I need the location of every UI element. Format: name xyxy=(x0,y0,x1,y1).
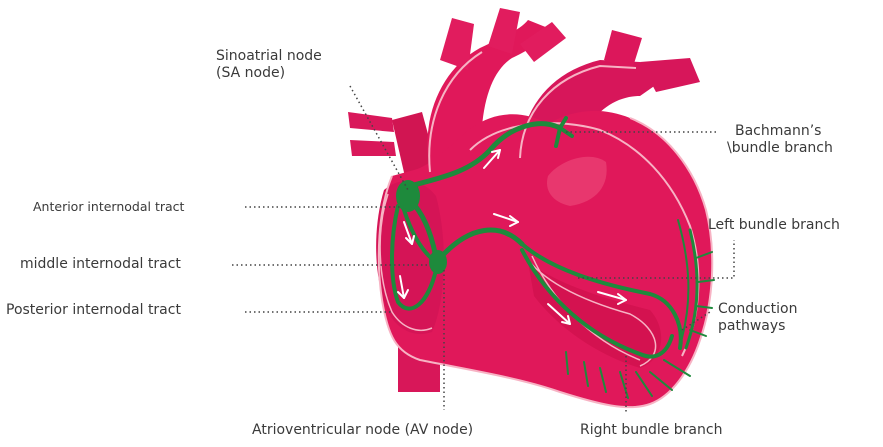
label-sa-node-line2: (SA node) xyxy=(216,65,322,82)
label-conduction-line1: Conduction xyxy=(718,301,798,318)
label-conduction-line2: pathways xyxy=(718,318,798,335)
label-conduction: Conduction pathways xyxy=(718,301,798,335)
label-av-node: Atrioventricular node (AV node) xyxy=(252,422,473,439)
label-bachmann-line2: \bundle branch xyxy=(727,140,833,157)
label-sa-node-line1: Sinoatrial node xyxy=(216,48,322,65)
label-bachmann-line1: Bachmann’s xyxy=(727,123,833,140)
label-posterior-tract: Posterior internodal tract xyxy=(6,302,181,319)
label-right-bundle: Right bundle branch xyxy=(580,422,722,439)
label-bachmann: Bachmann’s \bundle branch xyxy=(727,123,833,157)
label-sa-node: Sinoatrial node (SA node) xyxy=(216,48,322,82)
label-left-bundle: Left bundle branch xyxy=(708,217,840,234)
label-anterior-tract: Anterior internodal tract xyxy=(33,198,184,215)
label-middle-tract: middle internodal tract xyxy=(20,256,181,273)
